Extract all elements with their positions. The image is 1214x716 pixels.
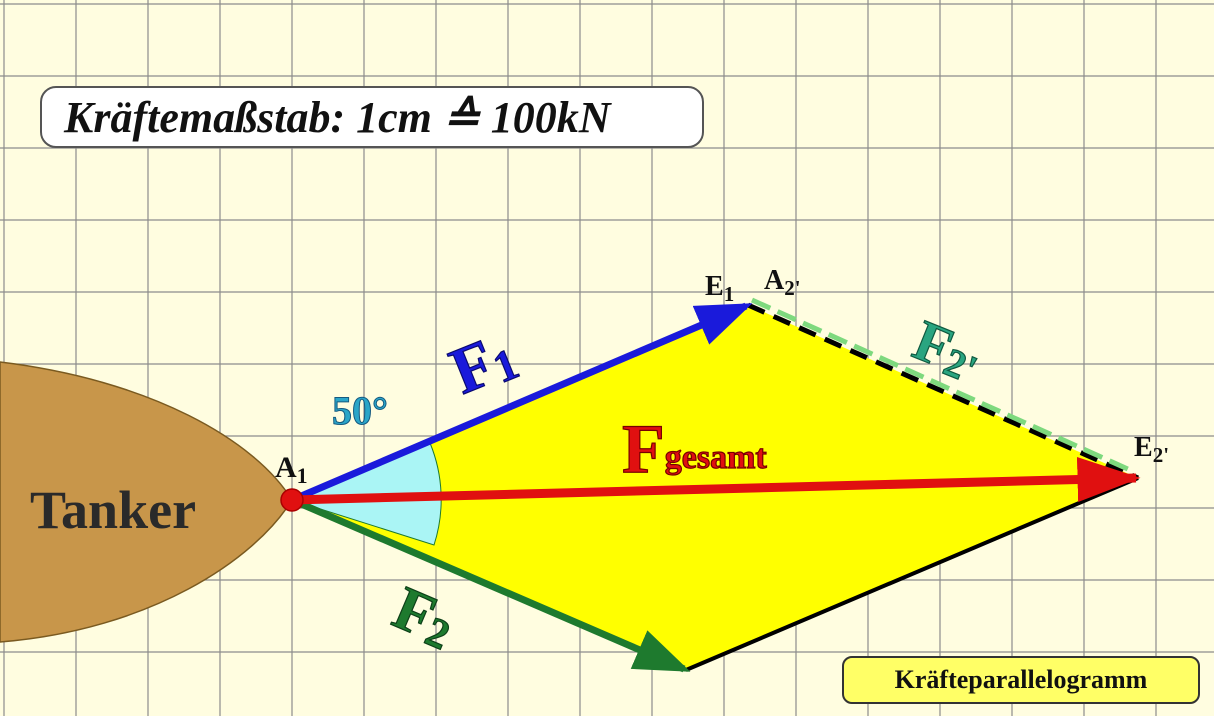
f1-label: F1 [441, 318, 526, 409]
point-label-e2-prime: E2' [1134, 432, 1169, 467]
diagram-title-box: Kräfteparallelogramm [842, 656, 1200, 704]
point-label-a1: A1 [275, 451, 308, 488]
f-gesamt-label: Fgesamt [622, 411, 767, 488]
tanker-label: Tanker [30, 480, 196, 540]
f2-label: F2 [384, 574, 465, 660]
point-label-e1: E1 [705, 271, 734, 306]
angle-label: 50° [332, 388, 388, 433]
scale-label: Kräftemaßstab: 1cm ≙ 100kN [64, 92, 611, 142]
f1-vector [290, 302, 753, 504]
origin-point [280, 488, 304, 512]
parallelogram-edge-bottom [685, 476, 1139, 672]
f-gesamt-vector [291, 457, 1141, 505]
f2-prime-dash-outline [746, 302, 1140, 481]
f2-vector [290, 496, 691, 673]
scale-label-box: Kräftemaßstab: 1cm ≙ 100kN [40, 86, 704, 148]
diagram-title: Kräfteparallelogramm [894, 665, 1148, 694]
point-label-a2-prime: A2' [764, 265, 801, 300]
f2-prime-vector [750, 297, 1132, 473]
